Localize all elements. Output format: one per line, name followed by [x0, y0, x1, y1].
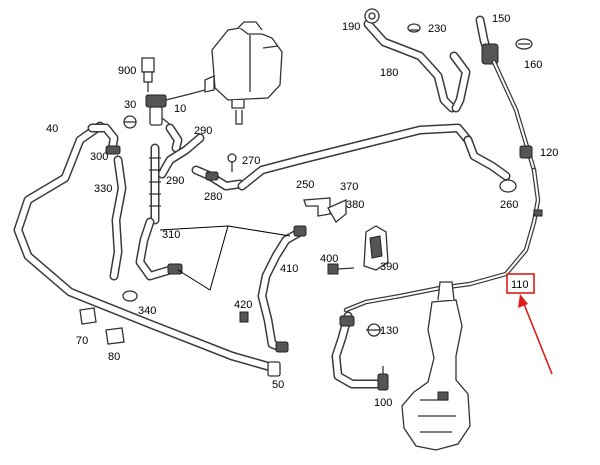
- reference-lines: [159, 225, 291, 291]
- label-10[interactable]: 10: [174, 103, 186, 115]
- part-30-clip[interactable]: [123, 115, 137, 129]
- label-260[interactable]: 260: [500, 199, 518, 211]
- label-410[interactable]: 410: [280, 263, 298, 275]
- clamp-190[interactable]: [364, 8, 380, 24]
- clip-130[interactable]: [366, 323, 382, 337]
- label-330[interactable]: 330: [94, 183, 112, 195]
- bracket-390[interactable]: [363, 225, 389, 271]
- label-370[interactable]: 370: [340, 181, 358, 193]
- bracket-250[interactable]: [303, 197, 331, 217]
- pipe-upper-long[interactable]: [237, 123, 511, 191]
- bolt-400[interactable]: [327, 263, 355, 275]
- clamp-230[interactable]: [407, 23, 421, 33]
- pipe-310[interactable]: [135, 143, 183, 281]
- pipe-110[interactable]: [343, 167, 543, 313]
- label-380[interactable]: 380: [346, 199, 364, 211]
- label-230[interactable]: 230: [428, 23, 446, 35]
- label-160[interactable]: 160: [524, 59, 542, 71]
- clip-70[interactable]: [79, 307, 97, 325]
- label-420[interactable]: 420: [234, 299, 252, 311]
- hose-180[interactable]: [363, 19, 457, 113]
- label-150[interactable]: 150: [492, 13, 510, 25]
- label-110[interactable]: 110: [511, 279, 529, 291]
- label-250[interactable]: 250: [296, 179, 314, 191]
- label-290-upper[interactable]: 290: [194, 125, 212, 137]
- hose-280[interactable]: [191, 165, 245, 191]
- label-180[interactable]: 180: [380, 67, 398, 79]
- hose-150[interactable]: [449, 15, 499, 113]
- label-100[interactable]: 100: [374, 397, 392, 409]
- bracket-370[interactable]: [327, 198, 347, 223]
- label-390[interactable]: 390: [380, 261, 398, 273]
- label-400[interactable]: 400: [320, 253, 338, 265]
- highlight-arrow: [518, 294, 553, 375]
- sensor-270[interactable]: [227, 153, 237, 172]
- label-30[interactable]: 30: [124, 99, 136, 111]
- part-labels: 190 230 150 180 160 900 30 10 40 290 300…: [46, 13, 558, 409]
- label-290-lower[interactable]: 290: [166, 175, 184, 187]
- label-130[interactable]: 130: [380, 325, 398, 337]
- coolant-expansion-tank[interactable]: [204, 21, 283, 125]
- label-50[interactable]: 50: [272, 379, 284, 391]
- label-80[interactable]: 80: [108, 351, 120, 363]
- label-270[interactable]: 270: [242, 155, 260, 167]
- pipe-120[interactable]: [491, 59, 537, 173]
- hose-290-upper[interactable]: [157, 123, 205, 179]
- label-340[interactable]: 340: [138, 305, 156, 317]
- clamp-260[interactable]: [499, 179, 517, 193]
- clip-50[interactable]: [267, 361, 281, 377]
- label-190[interactable]: 190: [342, 21, 360, 33]
- label-280[interactable]: 280: [204, 191, 222, 203]
- hose-410[interactable]: [257, 225, 307, 353]
- hose-330[interactable]: [109, 155, 127, 281]
- clamp-160[interactable]: [515, 38, 533, 50]
- hose-300[interactable]: [87, 123, 121, 155]
- washer-reservoir[interactable]: [401, 281, 471, 451]
- label-310[interactable]: 310: [162, 229, 180, 241]
- part-900-sensor[interactable]: [141, 57, 155, 92]
- part-10-valve[interactable]: [145, 89, 206, 127]
- clamp-80[interactable]: [105, 327, 125, 345]
- clamp-340[interactable]: [122, 290, 138, 302]
- label-300[interactable]: 300: [90, 151, 108, 163]
- label-40[interactable]: 40: [46, 123, 58, 135]
- bolt-420[interactable]: [239, 311, 249, 323]
- highlight-box-110: [506, 273, 535, 294]
- hose-lower-130[interactable]: [331, 311, 385, 389]
- hose-40-left-long[interactable]: [13, 121, 279, 373]
- part-100-pump[interactable]: [377, 366, 389, 391]
- label-900[interactable]: 900: [118, 65, 136, 77]
- label-70[interactable]: 70: [76, 335, 88, 347]
- label-120[interactable]: 120: [540, 147, 558, 159]
